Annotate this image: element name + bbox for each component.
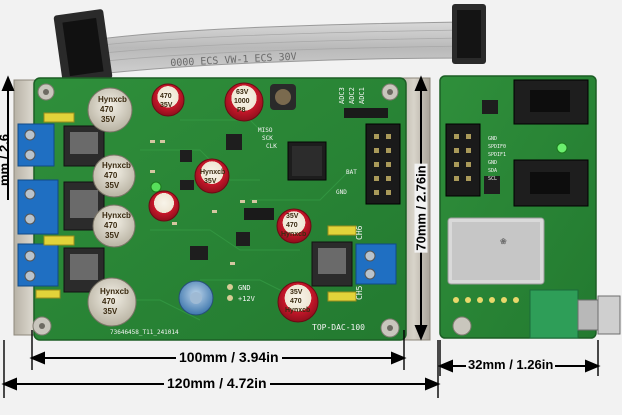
svg-text:35V: 35V bbox=[204, 178, 217, 185]
svg-text:73646458_T11_241014: 73646458_T11_241014 bbox=[110, 329, 179, 336]
svg-text:Hynxcb: Hynxcb bbox=[281, 231, 306, 238]
svg-text:P8: P8 bbox=[237, 107, 246, 114]
capacitor-c9: 35V 470 Hynxcb bbox=[276, 208, 312, 244]
svg-text:35V: 35V bbox=[105, 181, 120, 190]
header-mid bbox=[244, 208, 274, 220]
chip-2 bbox=[180, 150, 192, 162]
svg-text:35V: 35V bbox=[286, 213, 299, 220]
fuse-5 bbox=[327, 291, 357, 302]
svg-text:35V: 35V bbox=[103, 307, 118, 316]
potentiometer bbox=[529, 289, 621, 339]
fuse-1 bbox=[43, 112, 75, 123]
main-silkscreen: ADC3 ADC2 ADC1 MISO SCK CLK BAT GND GND … bbox=[110, 87, 366, 336]
svg-text:Hynxcb: Hynxcb bbox=[102, 161, 131, 170]
svg-text:SPDIF0: SPDIF0 bbox=[488, 144, 506, 150]
dimension-height: 70mm / 2.76in bbox=[413, 163, 429, 253]
green-led bbox=[150, 181, 162, 193]
svg-text:Hynxcb: Hynxcb bbox=[100, 287, 129, 296]
capacitor-c1: Hynxcb 470 35V bbox=[87, 87, 133, 133]
module-chip-2 bbox=[484, 176, 500, 194]
svg-text:ADC1: ADC1 bbox=[358, 87, 366, 104]
svg-text:GND: GND bbox=[336, 189, 347, 196]
header-adc bbox=[344, 108, 388, 118]
svg-text:470: 470 bbox=[290, 298, 302, 305]
svg-text:1000: 1000 bbox=[234, 98, 250, 105]
module-mount-hole bbox=[452, 316, 472, 336]
svg-text:MISO: MISO bbox=[258, 127, 273, 134]
capacitor-c7: Hynxcb 35V bbox=[194, 158, 230, 194]
capacitor-c6: 470 35V bbox=[151, 83, 185, 117]
module-chip-small bbox=[482, 100, 498, 114]
svg-text:CLK: CLK bbox=[266, 143, 277, 150]
capacitor-c4: Hynxcb 470 35V bbox=[87, 277, 137, 327]
fuse-4 bbox=[327, 225, 357, 236]
dimension-left-partial: mm / 2.6 bbox=[0, 133, 12, 187]
svg-text:470: 470 bbox=[286, 222, 298, 229]
svg-text:Hynxcb: Hynxcb bbox=[200, 169, 225, 176]
svg-text:470: 470 bbox=[160, 93, 172, 100]
svg-text:GND: GND bbox=[488, 136, 497, 142]
optical-port-bottom bbox=[513, 159, 589, 207]
optical-port-top bbox=[513, 79, 589, 125]
svg-text:SCK: SCK bbox=[262, 135, 273, 142]
svg-text:470: 470 bbox=[102, 297, 116, 306]
capacitor-blue bbox=[178, 280, 214, 316]
ribbon-cable: 0000 ECS VW-1 ECS 30V bbox=[53, 4, 486, 85]
svg-text:GND: GND bbox=[238, 284, 251, 292]
inductor bbox=[270, 84, 296, 110]
svg-text:GND: GND bbox=[488, 160, 497, 166]
capacitor-c8 bbox=[148, 190, 180, 222]
dimension-lines bbox=[1, 75, 601, 391]
svg-text:Hynxcb: Hynxcb bbox=[98, 95, 127, 104]
dimension-main-width: 100mm / 3.94in bbox=[176, 350, 282, 364]
svg-text:63V: 63V bbox=[236, 89, 249, 96]
svg-text:ADC2: ADC2 bbox=[348, 87, 356, 104]
svg-text:BAT: BAT bbox=[346, 169, 357, 176]
capacitor-c10: 35V 470 Hynxcb bbox=[277, 281, 319, 323]
terminal-block-top bbox=[17, 123, 55, 167]
fuse-2 bbox=[43, 235, 75, 246]
capacitor-c3: Hynxcb 470 35V bbox=[92, 204, 136, 248]
esp32-module: ❀ bbox=[447, 217, 545, 285]
svg-text:470: 470 bbox=[100, 105, 114, 114]
header-main bbox=[365, 123, 401, 205]
chip-5 bbox=[180, 180, 194, 190]
chip-1 bbox=[226, 134, 242, 150]
capacitor-c5: 63V 1000 P8 bbox=[224, 82, 264, 122]
svg-text:SDA: SDA bbox=[488, 168, 497, 174]
dimension-total-width: 120mm / 4.72in bbox=[164, 376, 270, 390]
module-header bbox=[445, 123, 481, 197]
terminal-block-middle bbox=[17, 179, 59, 235]
svg-text:❀: ❀ bbox=[500, 237, 507, 246]
svg-text:TOP-DAC-100: TOP-DAC-100 bbox=[312, 323, 365, 332]
terminal-block-right bbox=[355, 243, 397, 285]
chip-3 bbox=[190, 246, 208, 260]
main-ic bbox=[287, 141, 327, 181]
chip-4 bbox=[236, 232, 250, 246]
svg-text:35V: 35V bbox=[105, 231, 120, 240]
svg-text:SCL: SCL bbox=[488, 176, 497, 182]
dimension-module-width: 32mm / 1.26in bbox=[466, 357, 556, 372]
svg-text:CH5: CH5 bbox=[355, 285, 364, 300]
capacitor-c2: Hynxcb 470 35V bbox=[92, 154, 136, 198]
svg-text:SPDIF1: SPDIF1 bbox=[488, 152, 506, 158]
terminal-block-bottom bbox=[17, 243, 59, 287]
svg-text:35V: 35V bbox=[290, 289, 303, 296]
svg-text:470: 470 bbox=[104, 221, 118, 230]
fuse-3 bbox=[35, 289, 61, 299]
module-green-led bbox=[556, 142, 568, 154]
svg-text:CH6: CH6 bbox=[355, 225, 364, 240]
svg-text:35V: 35V bbox=[101, 115, 116, 124]
svg-text:Hynxcb: Hynxcb bbox=[285, 307, 310, 314]
svg-text:+12V: +12V bbox=[238, 295, 256, 303]
module-silkscreen: GND SPDIF0 SPDIF1 GND SDA SCL bbox=[488, 136, 506, 182]
svg-text:Hynxcb: Hynxcb bbox=[102, 211, 131, 220]
svg-text:470: 470 bbox=[104, 171, 118, 180]
svg-text:ADC3: ADC3 bbox=[338, 87, 346, 104]
svg-text:35V: 35V bbox=[160, 102, 173, 109]
mounting-holes bbox=[32, 83, 400, 338]
